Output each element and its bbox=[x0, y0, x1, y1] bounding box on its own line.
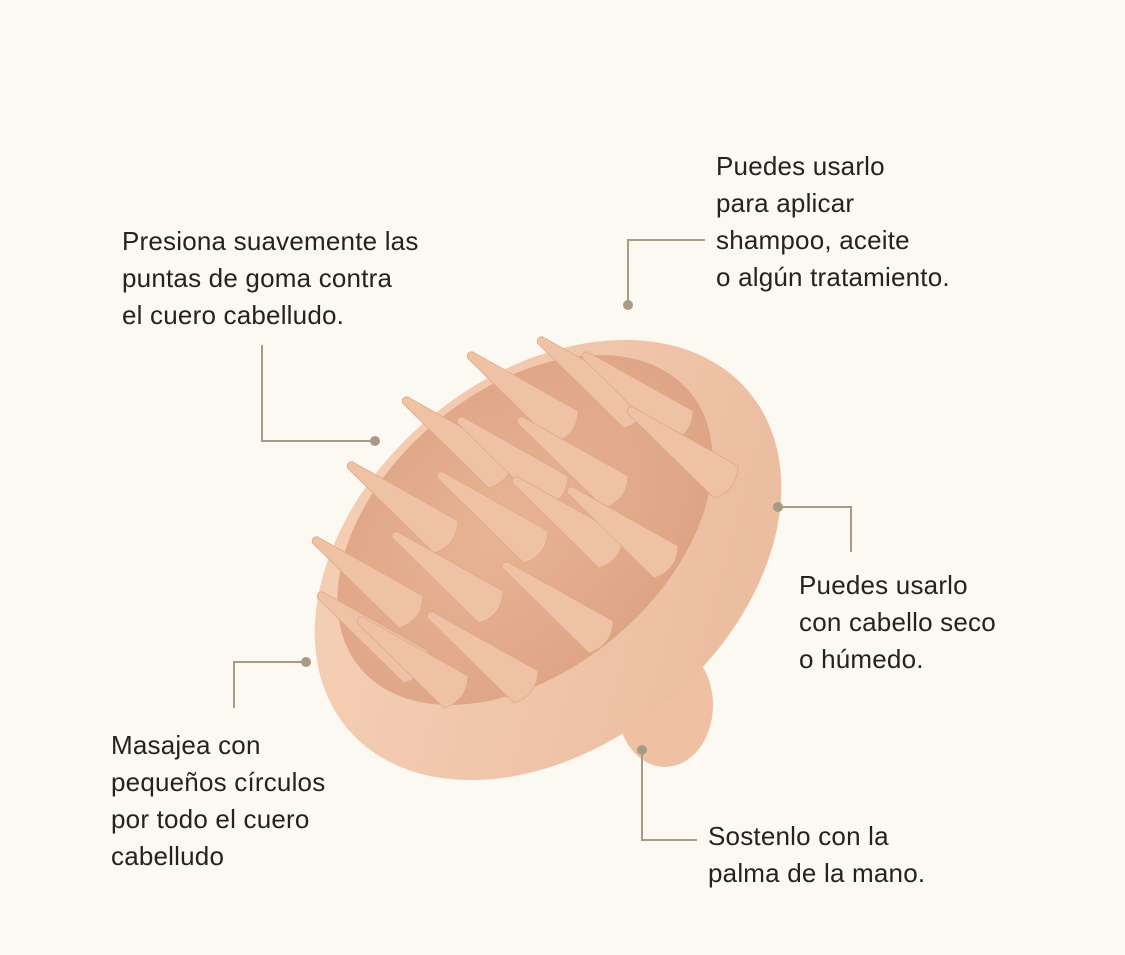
callout-hold: Sostenlo con la palma de la mano. bbox=[708, 818, 925, 892]
callout-line: shampoo, aceite bbox=[716, 225, 910, 255]
callout-line: Presiona suavemente las bbox=[122, 226, 419, 256]
brush-spike bbox=[501, 561, 614, 654]
callout-line: o algún tratamiento. bbox=[716, 262, 950, 292]
brush-spikes bbox=[311, 336, 739, 709]
callout-line: o húmedo. bbox=[799, 644, 924, 674]
callout-press: Presiona suavemente las puntas de goma c… bbox=[122, 223, 419, 334]
leader-line-press bbox=[261, 345, 375, 442]
brush-spike bbox=[311, 536, 424, 629]
callout-apply: Puedes usarlo para aplicar shampoo, acei… bbox=[716, 148, 950, 296]
callout-line: cabelludo bbox=[111, 841, 225, 871]
leader-lines bbox=[233, 239, 852, 841]
brush-spike bbox=[356, 616, 469, 709]
leader-dot-apply bbox=[623, 300, 633, 310]
leader-line-dry-wet bbox=[778, 506, 852, 552]
callout-line: palma de la mano. bbox=[708, 858, 926, 888]
leader-line-apply bbox=[627, 239, 705, 305]
brush-spike bbox=[436, 471, 549, 564]
callout-line: Sostenlo con la bbox=[708, 821, 889, 851]
callout-line: pequeños círculos bbox=[111, 767, 326, 797]
leader-line-hold bbox=[641, 750, 697, 841]
callout-line: Puedes usarlo bbox=[716, 151, 885, 181]
callout-line: por todo el cuero bbox=[111, 804, 310, 834]
callout-line: Masajea con bbox=[111, 730, 261, 760]
callout-line: para aplicar bbox=[716, 188, 855, 218]
leader-dot-press bbox=[370, 436, 380, 446]
brush-spike bbox=[426, 611, 539, 704]
leader-line-massage bbox=[233, 661, 306, 708]
leader-dot-massage bbox=[301, 657, 311, 667]
callout-line: el cuero cabelludo. bbox=[122, 300, 345, 330]
brush-spike bbox=[626, 406, 739, 499]
callout-line: con cabello seco bbox=[799, 607, 996, 637]
brush-spike bbox=[391, 531, 504, 624]
callout-line: Puedes usarlo bbox=[799, 570, 968, 600]
callout-massage: Masajea con pequeños círculos por todo e… bbox=[111, 727, 325, 875]
brush-spike bbox=[566, 486, 679, 579]
callout-line: puntas de goma contra bbox=[122, 263, 393, 293]
leader-dot-hold bbox=[637, 745, 647, 755]
leader-dot-dry-wet bbox=[773, 502, 783, 512]
callout-dry-wet: Puedes usarlo con cabello seco o húmedo. bbox=[799, 567, 996, 678]
